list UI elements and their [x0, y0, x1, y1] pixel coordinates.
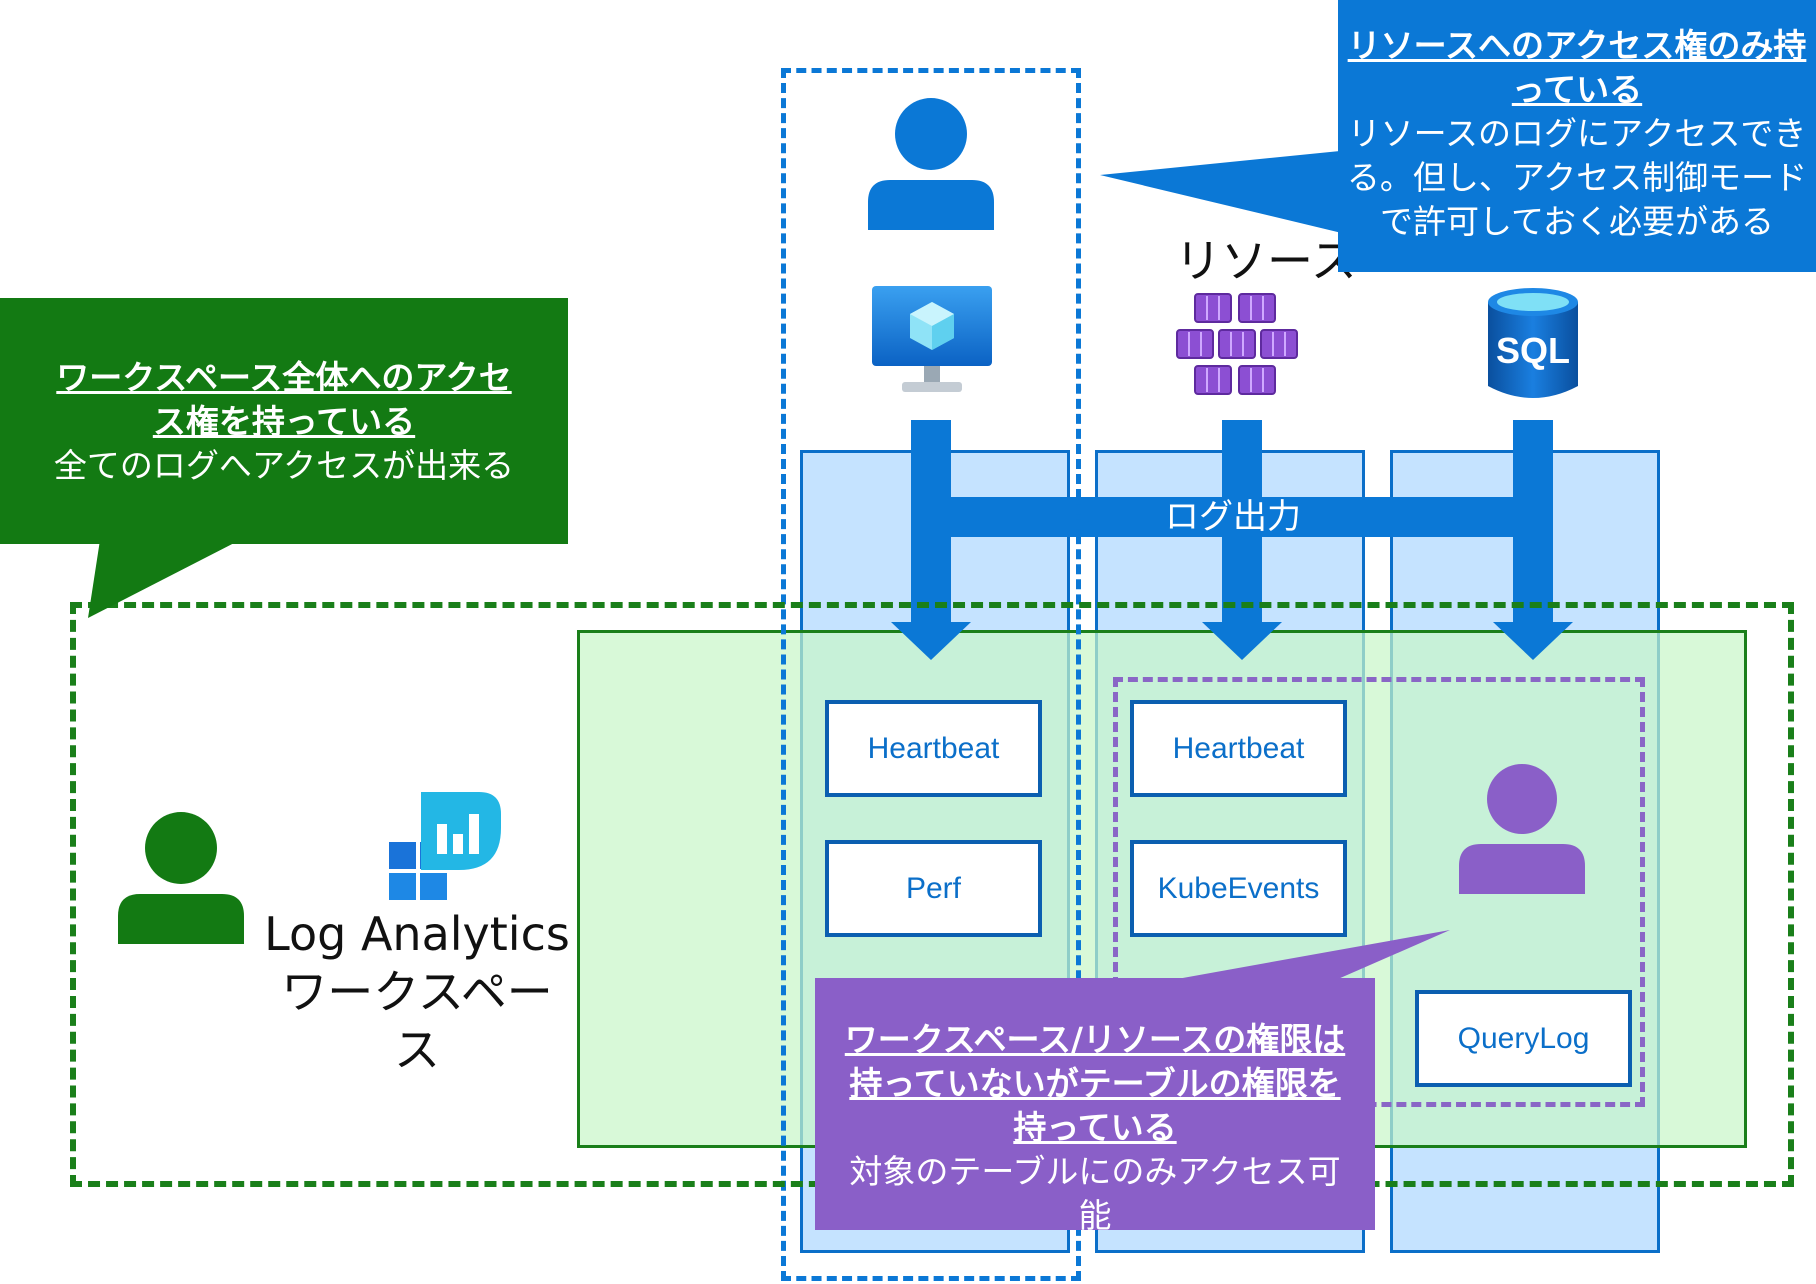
resources-label: リソース — [1175, 234, 1357, 288]
workspace-callout-pointer — [88, 540, 240, 618]
log-output-label: ログ出力 — [1165, 497, 1301, 537]
workspace-label: Log Analytics ワークスペース — [264, 907, 570, 1077]
log-analytics-icon — [389, 792, 501, 900]
workspace-user-icon — [118, 812, 244, 944]
workspace-user-callout: ワークスペース全体へのアクセス権を持っている 全てのログへアクセスが出来る — [0, 298, 568, 544]
resource-callout-title: リソースへのアクセス権のみ持っている — [1347, 26, 1807, 109]
vm-table-heartbeat[interactable]: Heartbeat — [825, 700, 1042, 797]
workspace-callout-title: ワークスペース全体へのアクセス権を持っている — [56, 358, 512, 441]
sql-table-querylog[interactable]: QueryLog — [1415, 990, 1632, 1087]
table-user-callout: ワークスペース/リソースの権限は持っていないがテーブルの権限を持っている 対象の… — [815, 978, 1375, 1235]
table-callout-title: ワークスペース/リソースの権限は持っていないがテーブルの権限を持っている — [844, 1020, 1346, 1147]
aks-arrow-shaft — [1222, 420, 1262, 630]
sql-arrow-shaft — [1513, 420, 1553, 630]
resource-user-callout: リソースへのアクセス権のみ持っている リソースのログにアクセスできる。但し、アク… — [1338, 0, 1816, 272]
vm-arrow-shaft — [911, 420, 951, 630]
vm-table-perf[interactable]: Perf — [825, 840, 1042, 937]
sql-icon-text: SQL — [1495, 330, 1570, 371]
virtual-machine-icon — [872, 286, 992, 392]
resource-user-scope — [781, 68, 1081, 1281]
aks-table-kubeevents[interactable]: KubeEvents — [1130, 840, 1347, 937]
table-callout-body: 対象のテーブルにのみアクセス可能 — [849, 1152, 1341, 1235]
kubernetes-service-icon — [1176, 293, 1298, 395]
resource-callout-pointer — [1100, 150, 1350, 235]
resource-user-icon — [868, 98, 994, 230]
aks-arrow-head — [1202, 622, 1282, 660]
sql-database-icon — [1488, 288, 1578, 398]
vm-arrow-head — [891, 622, 971, 660]
resource-callout-body: リソースのログにアクセスできる。但し、アクセス制御モードで許可しておく必要がある — [1346, 114, 1808, 241]
workspace-callout-body: 全てのログへアクセスが出来る — [53, 446, 515, 485]
sql-arrow-head — [1493, 622, 1573, 660]
aks-table-heartbeat[interactable]: Heartbeat — [1130, 700, 1347, 797]
table-user-scope — [1113, 677, 1645, 1107]
table-user-icon — [1459, 764, 1585, 894]
